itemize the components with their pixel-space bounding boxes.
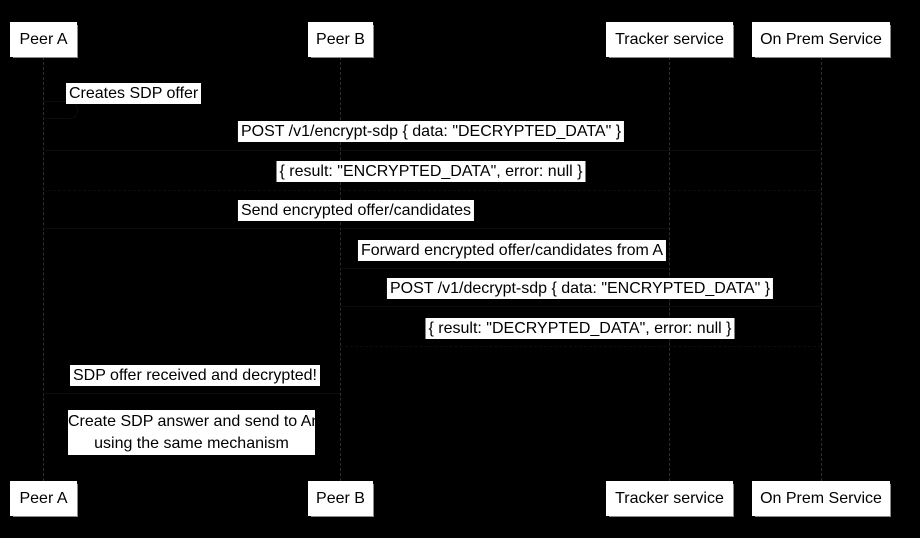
actor-box-peer-a-top: Peer A [10,22,77,57]
message-arrow [43,228,669,229]
message-arrow [340,306,821,307]
actor-box-peer-b-top: Peer B [308,22,373,57]
actor-box-tracker-service-bottom: Tracker service [606,481,733,516]
actor-box-peer-a-bottom: Peer A [10,481,77,516]
lifeline-tracker-service [669,57,670,481]
message-arrow [43,393,340,394]
actor-box-tracker-service-top: Tracker service [606,22,733,57]
message-label-encrypt-result: { result: "ENCRYPTED_DATA", error: null … [276,161,586,182]
actor-box-on-prem-service-top: On Prem Service [752,22,890,57]
note-create-sdp-answer: Create SDP answer and send to An using t… [68,410,321,455]
message-arrow [43,150,821,151]
note-line-2: using the same mechanism [94,435,289,452]
message-label-decrypt-result: { result: "DECRYPTED_DATA", error: null … [425,318,735,339]
lifeline-peer-b [340,57,341,481]
message-label-sdp-offer-received: SDP offer received and decrypted! [70,365,320,386]
actor-box-on-prem-service-bottom: On Prem Service [752,481,890,516]
note-line-1: Create SDP answer and send to An [68,413,321,430]
message-label-forward-encrypted-offer: Forward encrypted offer/candidates from … [357,240,667,261]
message-label-send-encrypted-offer: Send encrypted offer/candidates [237,200,475,221]
message-arrow [340,346,821,347]
message-label-creates-sdp-offer: Creates SDP offer [66,83,202,104]
message-label-post-encrypt-sdp: POST /v1/encrypt-sdp { data: "DECRYPTED_… [237,121,625,142]
actor-box-peer-b-bottom: Peer B [308,481,373,516]
message-arrow [340,268,669,269]
self-message-loop [43,101,78,119]
lifeline-peer-a [43,57,44,481]
message-label-post-decrypt-sdp: POST /v1/decrypt-sdp { data: "ENCRYPTED_… [386,278,774,299]
lifeline-on-prem-service [821,57,822,481]
message-arrow [43,190,821,191]
